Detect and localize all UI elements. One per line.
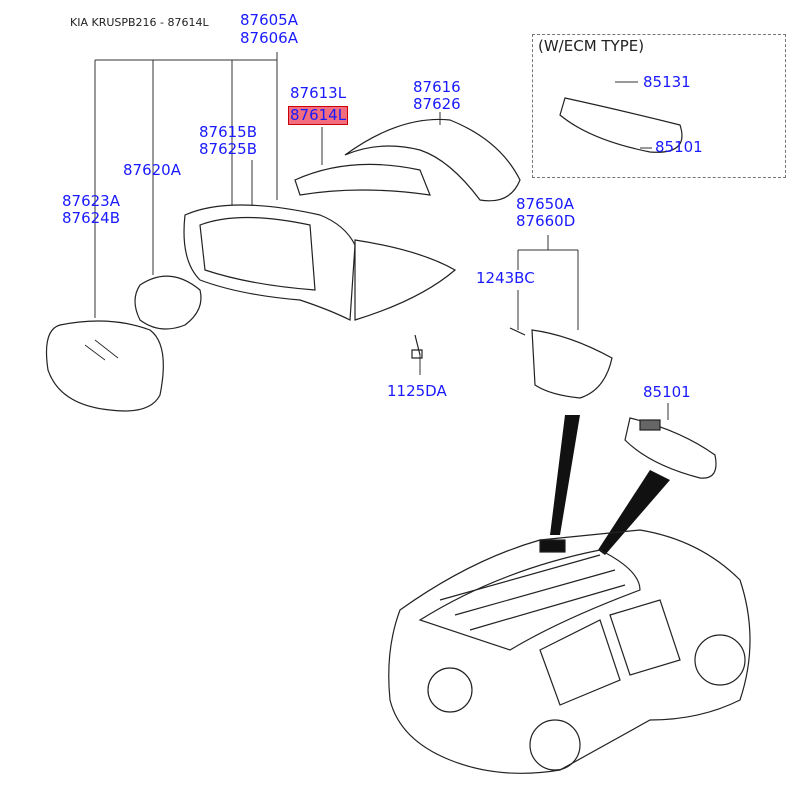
part-87625B[interactable]: 87625B: [199, 140, 258, 158]
part-87616[interactable]: 87616: [413, 78, 461, 96]
part-85101-ecm[interactable]: 85101: [655, 138, 703, 156]
part-85131[interactable]: 85131: [643, 73, 691, 91]
part-87660D[interactable]: 87660D: [516, 212, 576, 230]
part-87626[interactable]: 87626: [413, 95, 461, 113]
part-85101[interactable]: 85101: [643, 383, 691, 401]
screw-1243BC: [509, 327, 526, 336]
rearview-mirror: [624, 417, 717, 479]
part-87605A[interactable]: 87605A: [240, 11, 298, 29]
mirror-part-87650A: [531, 329, 613, 399]
turn-signal: [294, 163, 431, 196]
mirror-cover: [344, 118, 521, 202]
car-illustration: [388, 529, 751, 774]
ecm-type-label: (W/ECM TYPE): [538, 37, 645, 55]
part-87615B[interactable]: 87615B: [199, 123, 258, 141]
part-1243BC[interactable]: 1243BC: [476, 269, 535, 287]
mirror-base: [354, 239, 457, 321]
part-87623A[interactable]: 87623A: [62, 192, 120, 210]
part-87650A[interactable]: 87650A: [516, 195, 574, 213]
pointer-arrow-1: [550, 415, 580, 535]
mirror-glass: [45, 320, 164, 412]
ecm-type-box: [532, 34, 786, 178]
part-87624B[interactable]: 87624B: [62, 209, 121, 227]
rearview-mirror-ecm: [559, 97, 683, 153]
part-87613L[interactable]: 87613L: [290, 84, 347, 102]
screw-1125DA: [411, 334, 423, 359]
part-87614L-highlighted[interactable]: 87614L: [288, 106, 349, 125]
part-87620A[interactable]: 87620A: [123, 161, 181, 179]
actuator: [134, 275, 202, 330]
pointer-arrow-2: [598, 470, 670, 555]
part-1125DA[interactable]: 1125DA: [387, 382, 447, 400]
diagram-title: KIA KRUSPB216 - 87614L: [70, 16, 209, 29]
part-87606A[interactable]: 87606A: [240, 29, 298, 47]
leader-lines: [94, 52, 669, 420]
mirror-housing: [183, 204, 356, 321]
